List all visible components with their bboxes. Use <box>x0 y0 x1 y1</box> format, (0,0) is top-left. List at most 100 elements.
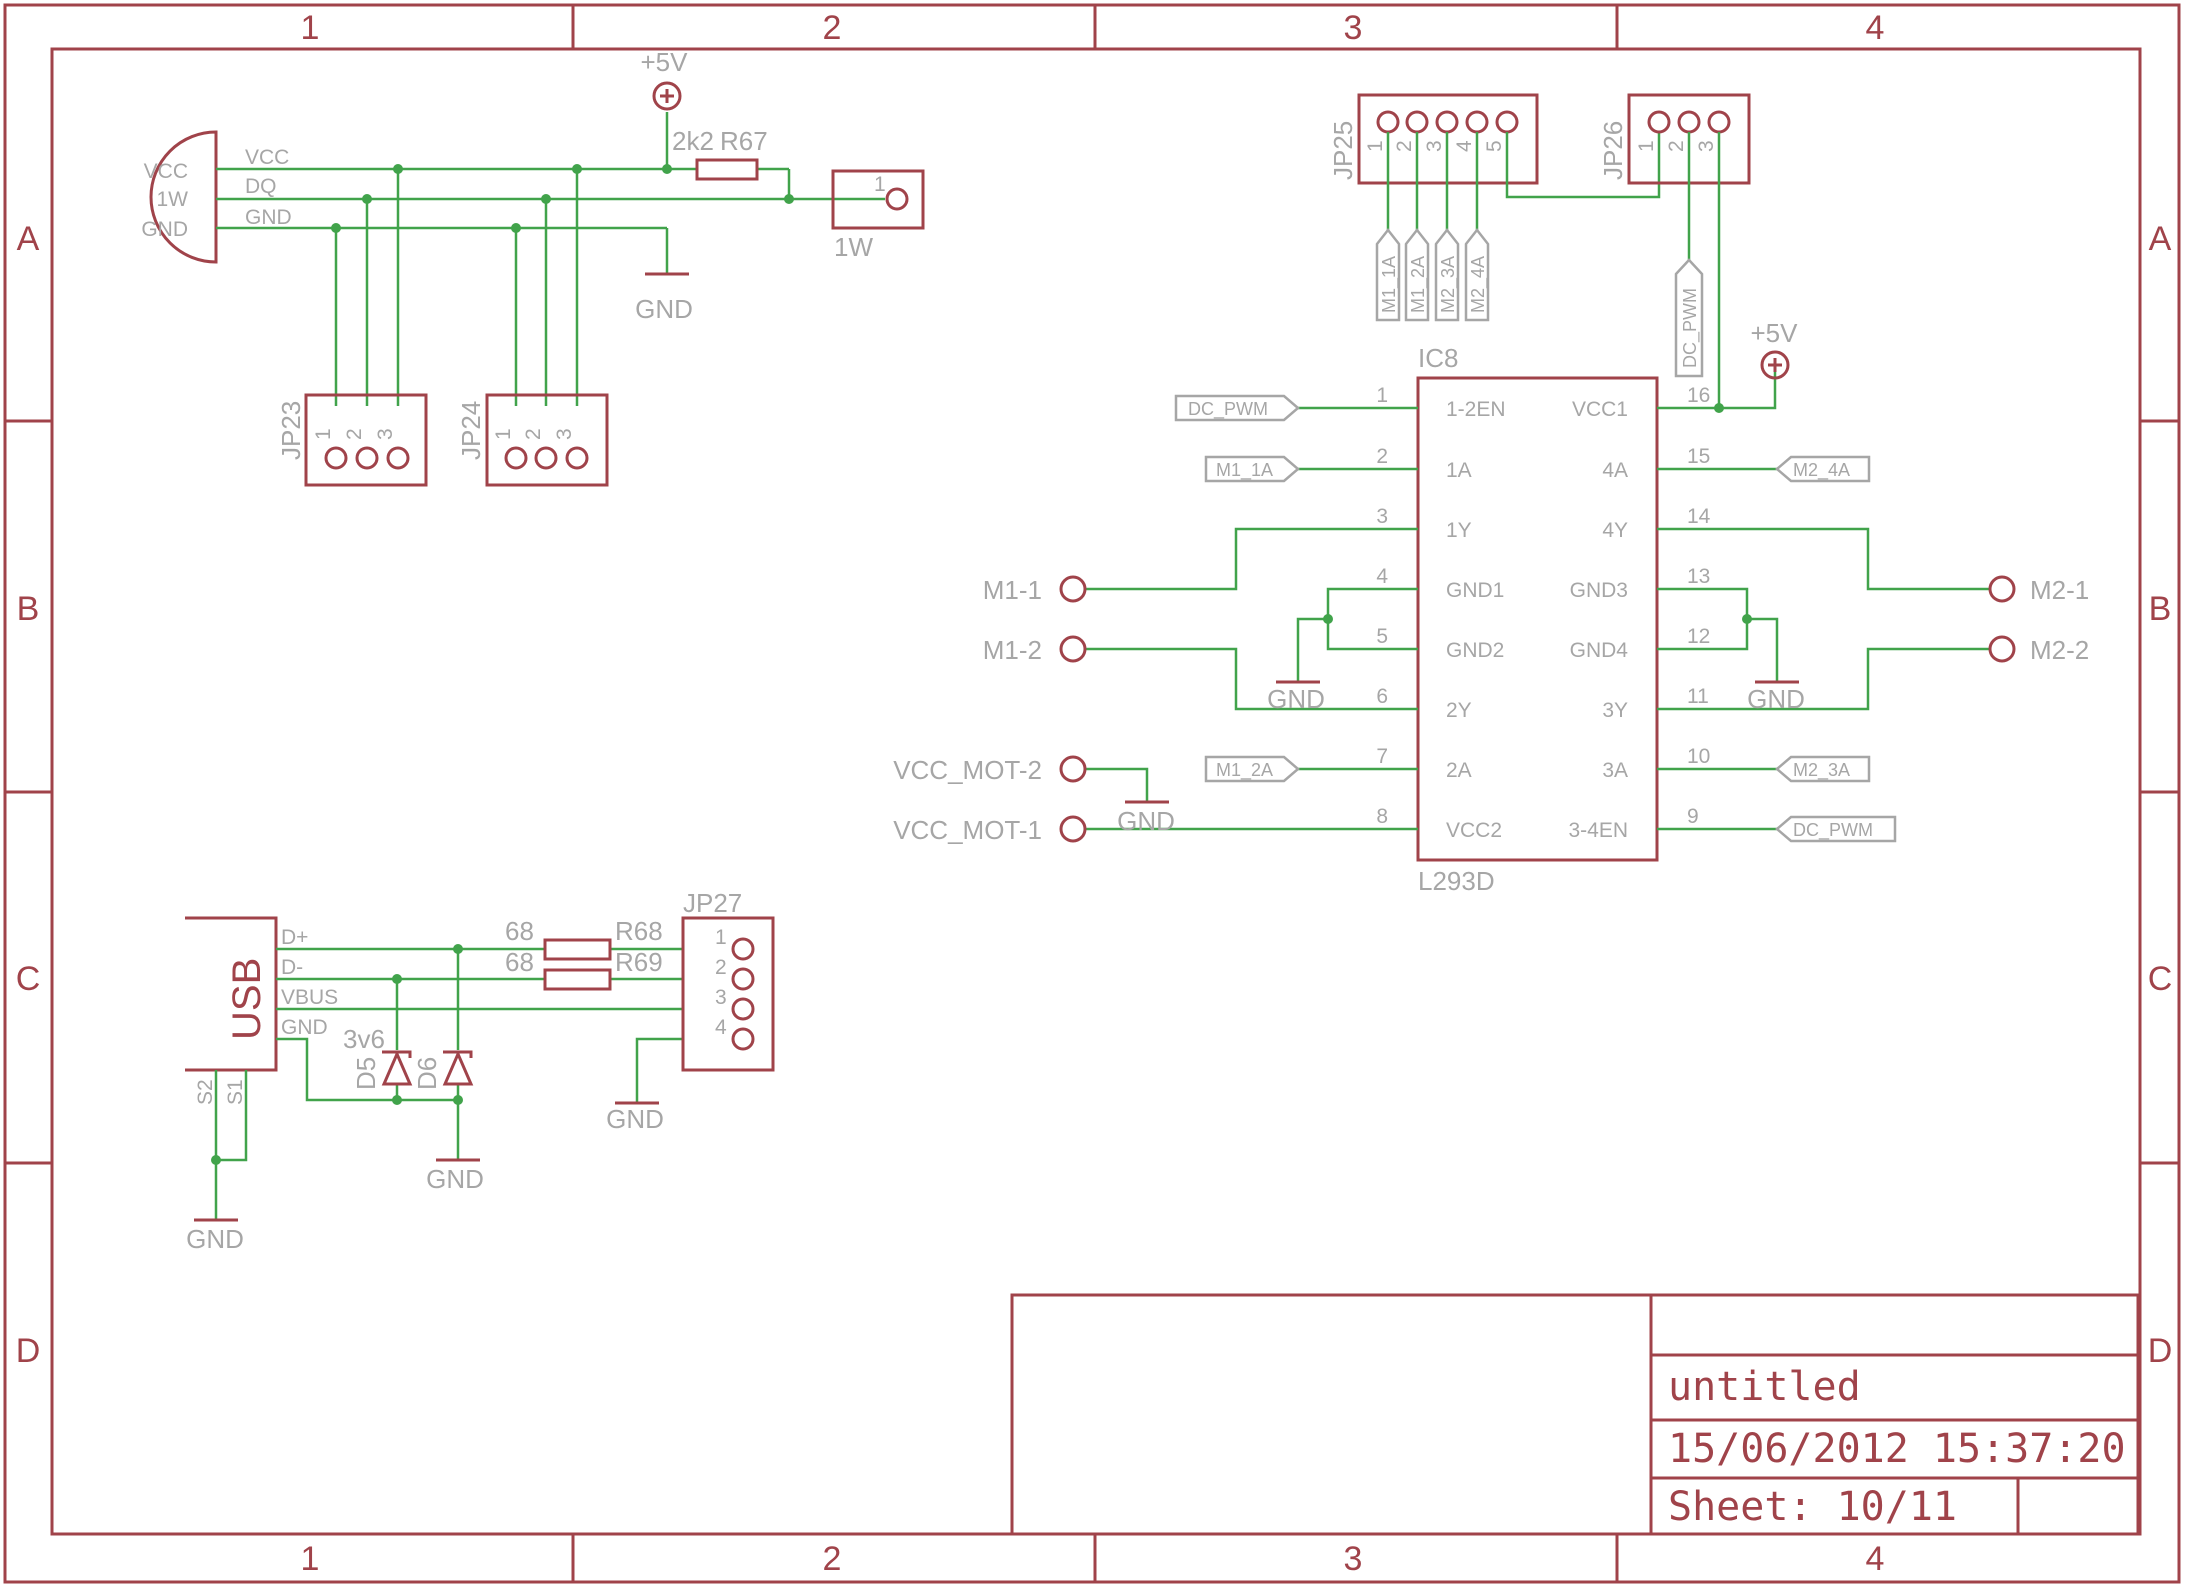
sheet-title: untitled <box>1668 1364 1861 1410</box>
ic8-pin-num-10: 10 <box>1687 745 1710 768</box>
ic8-pin-name-14: 4Y <box>1602 519 1628 542</box>
jp25-label-m1-1a: M1_1A <box>1379 256 1400 313</box>
ic8-pin-name-7: 2A <box>1446 759 1472 782</box>
usb-pin-s2: S2 <box>194 1079 217 1105</box>
col-label-3-top: 3 <box>1344 9 1363 47</box>
terminal-m2-2 <box>1988 635 2016 663</box>
flag-m1-2a <box>1204 755 1300 783</box>
terminal-vcc-mot-1 <box>1059 815 1087 843</box>
jp25-net-labels: M1_1A M1_2A M2_3A M2_4A <box>1375 227 1490 322</box>
jp26-pin-3: 3 <box>1695 140 1718 152</box>
flag-m2-4a <box>1775 455 1871 483</box>
ic8-pin-name-8: VCC2 <box>1446 819 1502 842</box>
row-label-d-right: D <box>2148 1332 2173 1370</box>
sensor-pin-1w: 1W <box>157 188 189 211</box>
ic8-pin-name-5: GND2 <box>1446 639 1504 662</box>
ic8-l293d <box>1416 376 1659 862</box>
net-label-vcc: VCC <box>245 146 289 169</box>
supply-5v-driver-label: +5V <box>1751 318 1799 348</box>
ic8-pin-num-9: 9 <box>1687 805 1699 828</box>
net-label-dq: DQ <box>245 175 277 198</box>
title-block: untitled 15/06/2012 15:37:20 Sheet: 10/1… <box>1010 1293 2140 1536</box>
zener-d6 <box>442 1050 474 1086</box>
gnd-zener: GND <box>426 1164 484 1194</box>
supply-5v-driver: +5V <box>1751 318 1799 380</box>
jp25-label-m2-3a: M2_3A <box>1438 256 1459 313</box>
usb-pin-s1: S1 <box>224 1079 247 1105</box>
col-label-1-top: 1 <box>301 9 320 47</box>
r69-name: R69 <box>615 947 663 977</box>
jp23-name: JP23 <box>276 401 306 460</box>
ic8-pin-name-11: 3Y <box>1602 699 1628 722</box>
jp26-pwm-flag <box>1674 258 1704 378</box>
r68-name: R68 <box>615 916 663 946</box>
jp25-label-m1-2a: M1_2A <box>1408 256 1429 313</box>
ic8-pin-num-4: 4 <box>1376 565 1388 588</box>
gnd-onewire: GND <box>635 294 693 324</box>
ic8-pin-name-6: 2Y <box>1446 699 1472 722</box>
net-label-gnd: GND <box>245 206 292 229</box>
usb-pin-vbus: VBUS <box>281 986 338 1009</box>
usb-connector-label: USB <box>225 958 269 1040</box>
zener-d5 <box>381 1050 413 1086</box>
header-jp24 <box>485 393 609 487</box>
jp26-label-pwm: DC_PWM <box>1680 288 1701 368</box>
terminal-vcc-mot-2-label: VCC_MOT-2 <box>893 755 1042 785</box>
ic8-pin-num-12: 12 <box>1687 625 1710 648</box>
ic8-pin-name-9: 3-4EN <box>1568 819 1628 842</box>
col-label-2-top: 2 <box>823 9 842 47</box>
ic8-pin-num-14: 14 <box>1687 505 1711 528</box>
flag-m1-2a-text: M1_2A <box>1216 760 1273 781</box>
ic8-pin-num-1: 1 <box>1376 384 1388 407</box>
ic8-pin-name-1: 1-2EN <box>1446 398 1506 421</box>
flag-m2-3a-text: M2_3A <box>1793 760 1850 781</box>
ic8-pin-name-4: GND1 <box>1446 579 1504 602</box>
gnd-jp27: GND <box>606 1104 664 1134</box>
terminal-m1-1-label: M1-1 <box>983 575 1042 605</box>
r69-value: 68 <box>505 947 534 977</box>
flag-m1-1a <box>1204 455 1300 483</box>
ic8-name: IC8 <box>1418 343 1458 373</box>
ic8-pin-num-11: 11 <box>1687 685 1709 708</box>
col-label-4-top: 4 <box>1866 9 1885 47</box>
sheet-date: 15/06/2012 15:37:20 <box>1668 1426 2126 1472</box>
drawing-frame: 1 2 3 4 1 2 3 4 A B C D A B C D <box>3 3 2181 1584</box>
row-label-b-right: B <box>2149 590 2172 628</box>
jp25-pin-1: 1 <box>1364 140 1387 152</box>
terminal-vcc-mot-2 <box>1059 755 1087 783</box>
ic8-pin-name-15: 4A <box>1602 459 1628 482</box>
ic8-pin-num-5: 5 <box>1376 625 1388 648</box>
resistor-r69 <box>543 968 612 991</box>
row-label-a-left: A <box>17 220 40 258</box>
col-label-4-bottom: 4 <box>1866 1540 1885 1578</box>
jp25-pin-5: 5 <box>1483 140 1506 152</box>
flag-dc-pwm-right <box>1775 815 1897 843</box>
terminal-m1-2-label: M1-2 <box>983 635 1042 665</box>
jp25-label-m2-4a: M2_4A <box>1468 256 1489 313</box>
ic8-pin-num-8: 8 <box>1376 805 1388 828</box>
jp26-name: JP26 <box>1598 121 1628 180</box>
jumper-1w-name: 1W <box>834 232 873 262</box>
gnd-vcc-mot-2: GND <box>1117 806 1175 836</box>
col-label-2-bottom: 2 <box>823 1540 842 1578</box>
onewire-section: VCC 1W GND VCC DQ GND +5V <box>141 47 925 487</box>
usb-section: USB D+ D- VBUS GND S2 S1 68 R68 68 R69 <box>185 888 775 1254</box>
usb-pin-gnd: GND <box>281 1016 328 1039</box>
col-label-3-bottom: 3 <box>1344 1540 1363 1578</box>
temp-sensor-body <box>149 130 218 264</box>
resistor-r68 <box>543 938 612 961</box>
jp23-pin-3: 3 <box>374 428 397 440</box>
jp24-pin-2: 2 <box>522 428 545 440</box>
terminal-m2-2-label: M2-2 <box>2030 635 2089 665</box>
jp24-pin-1: 1 <box>492 428 515 440</box>
r67-name: R67 <box>720 126 768 156</box>
d6-name: D6 <box>412 1057 442 1090</box>
jp24-name: JP24 <box>456 401 486 460</box>
row-label-a-right: A <box>2149 220 2172 258</box>
gnd-usb-shield: GND <box>186 1224 244 1254</box>
supply-5v-onewire-label: +5V <box>641 47 689 77</box>
jp27-name: JP27 <box>683 888 742 918</box>
ic8-pin-name-13: GND3 <box>1570 579 1628 602</box>
ic8-pin-name-3: 1Y <box>1446 519 1472 542</box>
